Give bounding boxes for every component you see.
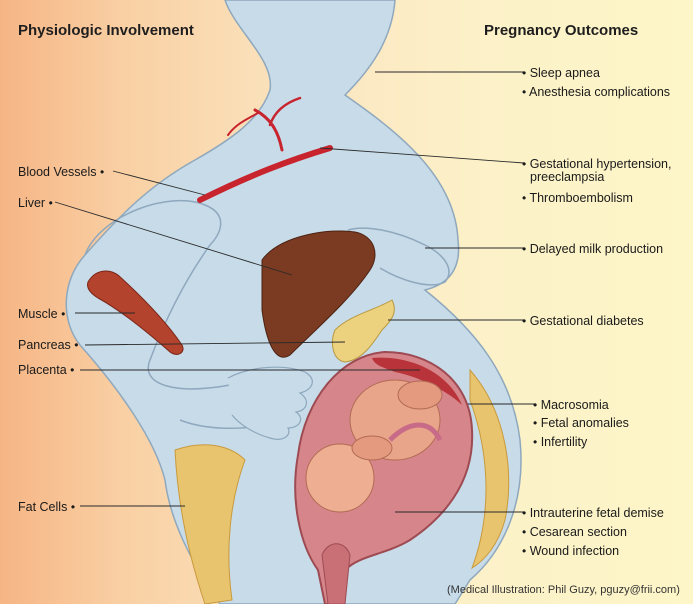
label-placenta: Placenta • [18, 363, 74, 377]
label-delayed-milk-production: • Delayed milk production [522, 242, 663, 256]
label-fat-cells: Fat Cells • [18, 500, 75, 514]
label-anesthesia-complications: • Anesthesia complications [522, 85, 670, 99]
label-wound-infection: • Wound infection [522, 544, 619, 558]
heading-physiologic-involvement: Physiologic Involvement [18, 22, 194, 39]
label-intrauterine-fetal-demise: • Intrauterine fetal demise [522, 506, 664, 520]
label-fetal-anomalies: • Fetal anomalies [533, 416, 629, 430]
label-blood-vessels: Blood Vessels • [18, 165, 104, 179]
label-muscle: Muscle • [18, 307, 65, 321]
label-sleep-apnea: • Sleep apnea [522, 66, 600, 80]
label-pancreas: Pancreas • [18, 338, 79, 352]
heading-pregnancy-outcomes: Pregnancy Outcomes [484, 22, 638, 39]
label-gestational-diabetes: • Gestational diabetes [522, 314, 644, 328]
illustration-credit: (Medical Illustration: Phil Guzy, pguzy@… [447, 584, 680, 596]
label-cesarean-section: • Cesarean section [522, 525, 627, 539]
label-liver: Liver • [18, 196, 53, 210]
label-macrosomia: • Macrosomia [533, 398, 609, 412]
label-gestational-hypertension: • Gestational hypertension, [522, 157, 671, 171]
label-thromboembolism: • Thromboembolism [522, 191, 633, 205]
label-preeclampsia: preeclampsia [530, 170, 604, 184]
label-infertility: • Infertility [533, 435, 587, 449]
